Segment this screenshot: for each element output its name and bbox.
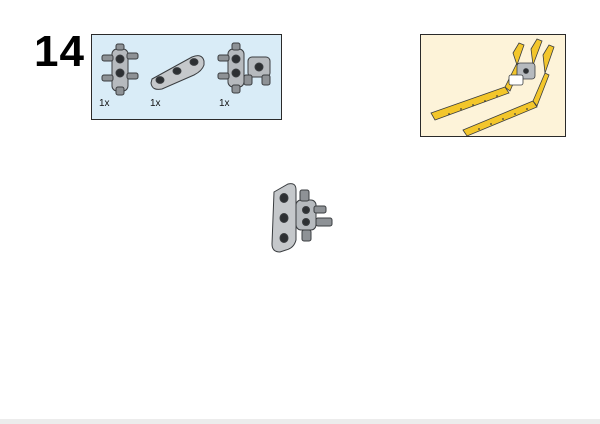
page-bottom-rule [0,419,600,424]
part-quantity: 1x [150,98,161,109]
cross-axle-connector-icon [101,43,139,96]
part-quantity: 1x [99,98,110,109]
step-assembly-illustration [271,183,333,253]
parts-list-box: 1x 1x 1x [91,34,282,120]
model-preview-illustration [430,38,555,137]
step-number: 14 [34,27,85,76]
beam-3-icon [150,55,205,90]
part-quantity: 1x [219,98,230,109]
axle-joiner-double-icon [217,42,271,94]
preview-box [420,34,566,137]
